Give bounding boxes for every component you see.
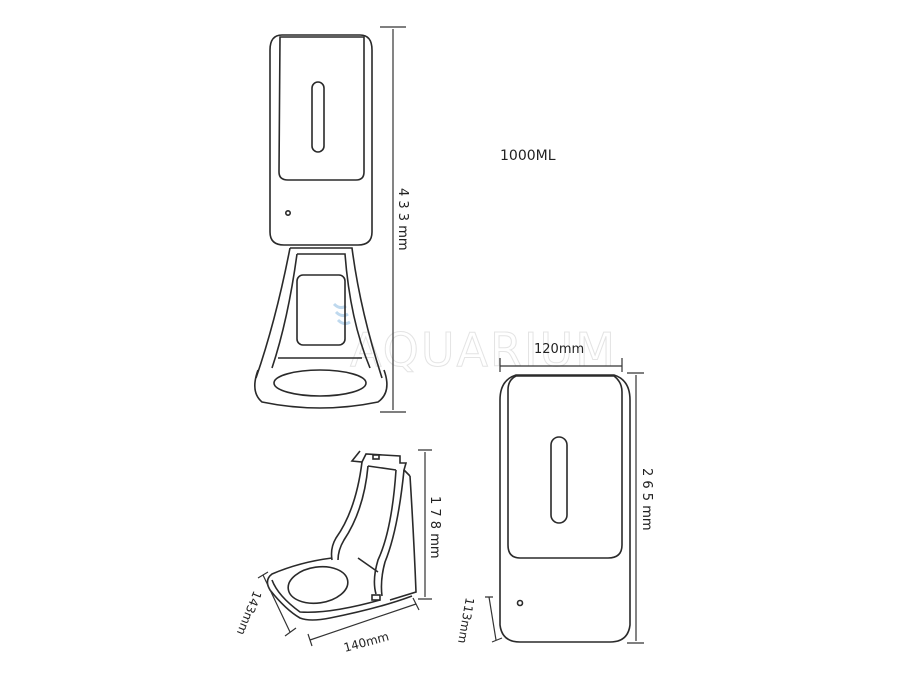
front-panel [507,375,623,559]
stand-clip [372,454,380,460]
stand-left-leg [330,461,369,561]
side-sensor-dot [284,210,291,217]
side-window-slot [311,81,325,153]
side-body [269,34,373,246]
capacity-label: 1000ML [500,148,556,164]
stand-clip-bottom [371,594,381,601]
stand-base-plate [266,557,413,621]
side-view: 4 3 3 mm [254,26,410,413]
watermark: AQUARIUM [332,302,617,378]
side-base-plate [254,369,388,409]
side-front-panel [278,36,365,181]
stand-width-dimension-line [307,597,420,647]
front-width-label: 120mm [534,342,584,357]
stand-right-side [389,475,417,601]
stand-width-label: 140mm [342,629,390,655]
front-bottom-label: 113mm [455,596,477,644]
stand-drip-tray [287,565,349,605]
watermark-text: AQUARIUM [350,323,617,377]
stand-right-leg [367,465,405,597]
stand-height-dimension-line [418,449,432,600]
front-bottom-dimension-line [485,596,503,643]
side-stand-frame [255,247,383,379]
stand-depth-label: 143mm [234,589,264,637]
front-window-slot [550,436,568,524]
front-height-label: 2 6 5 mm [639,468,654,531]
front-height-dimension-line [627,372,644,644]
front-sensor-dot [516,599,524,607]
stand-view: 1 7 8 mm 143mm 140mm [234,449,442,655]
front-body [499,374,631,643]
watermark-wave-icon [332,302,351,326]
side-height-label: 4 3 3 mm [395,188,410,251]
front-width-dimension-line [499,358,623,372]
stand-depth-dimension-line [257,571,297,637]
front-view: 120mm 2 6 5 mm 113mm [455,342,654,645]
stand-back-top [350,450,411,477]
side-drip-tray [273,369,367,397]
side-stand-window [296,274,346,346]
stand-height-label: 1 7 8 mm [427,496,442,559]
side-height-dimension-line [380,26,406,413]
